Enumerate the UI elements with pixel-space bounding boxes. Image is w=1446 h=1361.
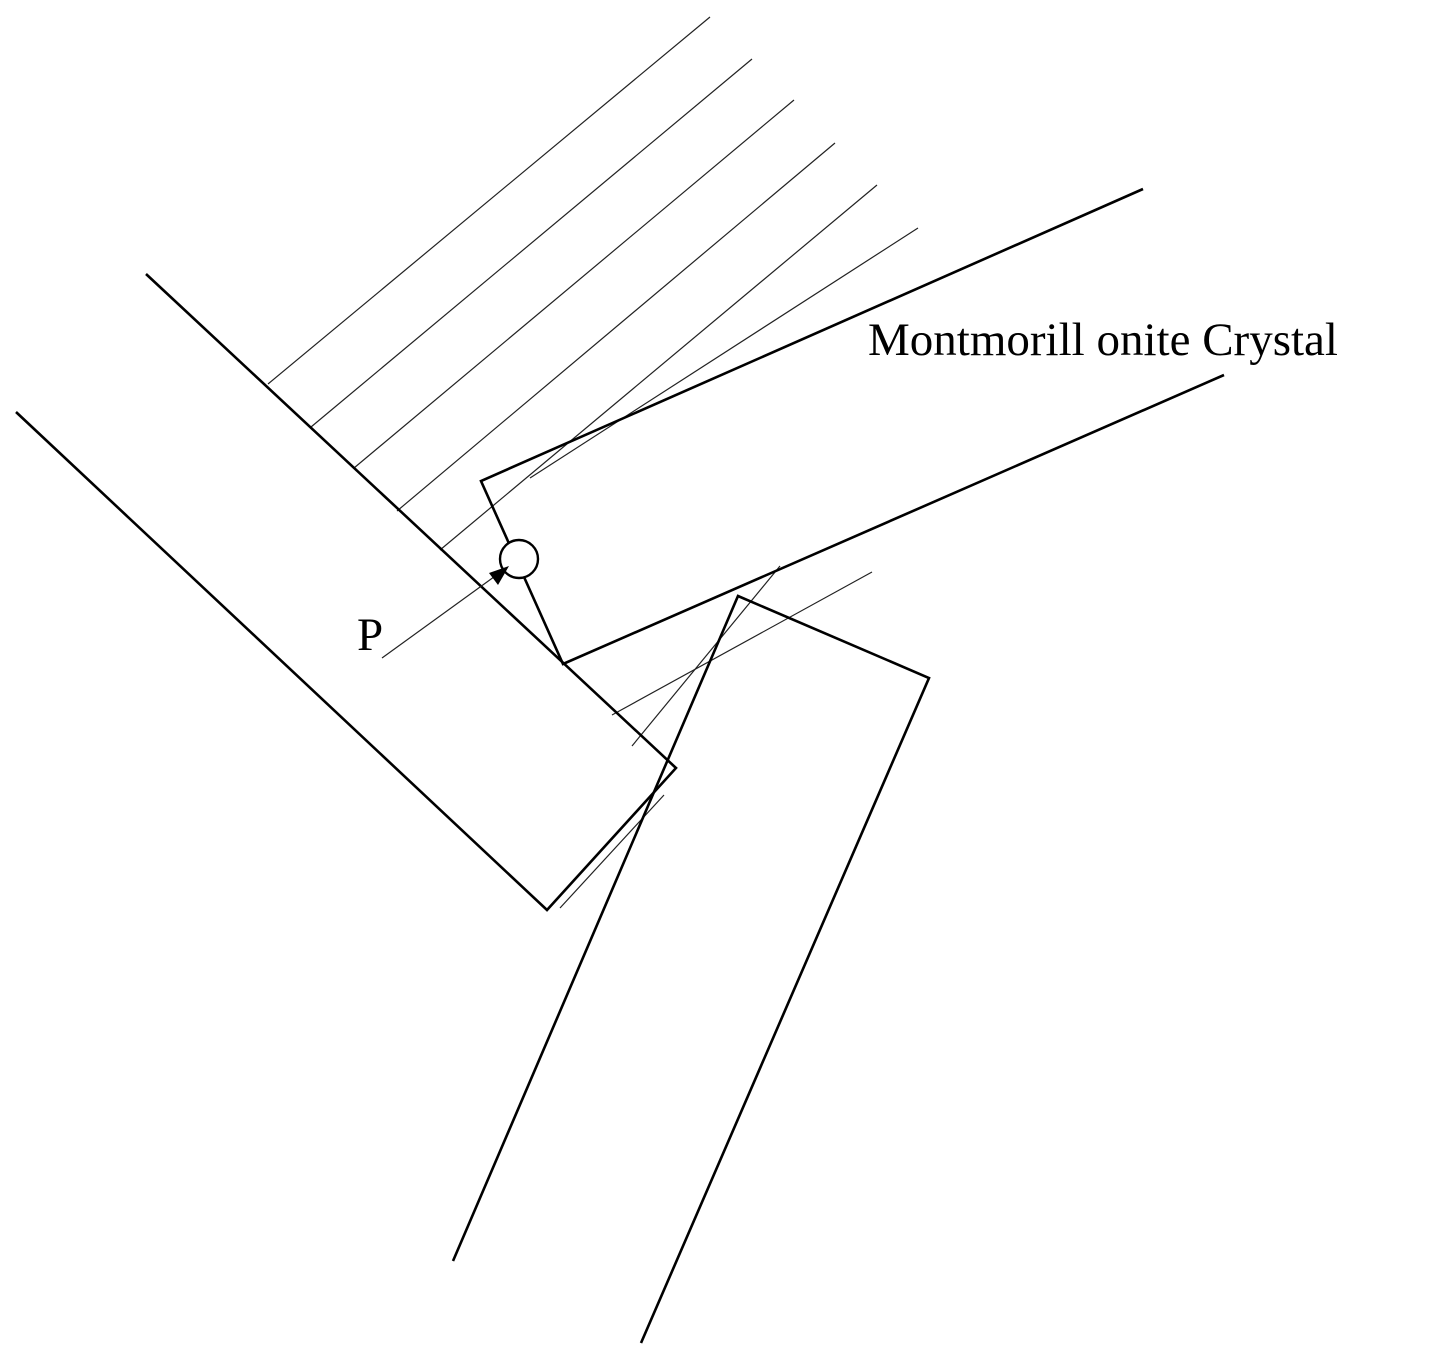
crystal-label: Montmorill onite Crystal — [868, 314, 1338, 366]
hatched-region — [267, 16, 919, 909]
hatch-line — [611, 571, 873, 716]
p-leader-line — [381, 573, 499, 659]
hatch-line — [310, 58, 753, 428]
hatch-line — [353, 99, 795, 469]
hatch-line — [396, 142, 836, 512]
hatch-line — [439, 184, 878, 551]
hatch-line — [559, 794, 665, 909]
hatch-line — [631, 565, 781, 747]
point-label-p: P — [357, 609, 383, 661]
pore-circle — [498, 538, 540, 580]
crystal-plate-upper — [479, 187, 1225, 666]
hatch-line — [267, 16, 711, 385]
crystal-plate-left — [15, 273, 678, 912]
hatch-line — [529, 227, 919, 479]
crystal-plate-lower — [451, 594, 931, 1344]
arrowhead-icon — [489, 566, 509, 585]
